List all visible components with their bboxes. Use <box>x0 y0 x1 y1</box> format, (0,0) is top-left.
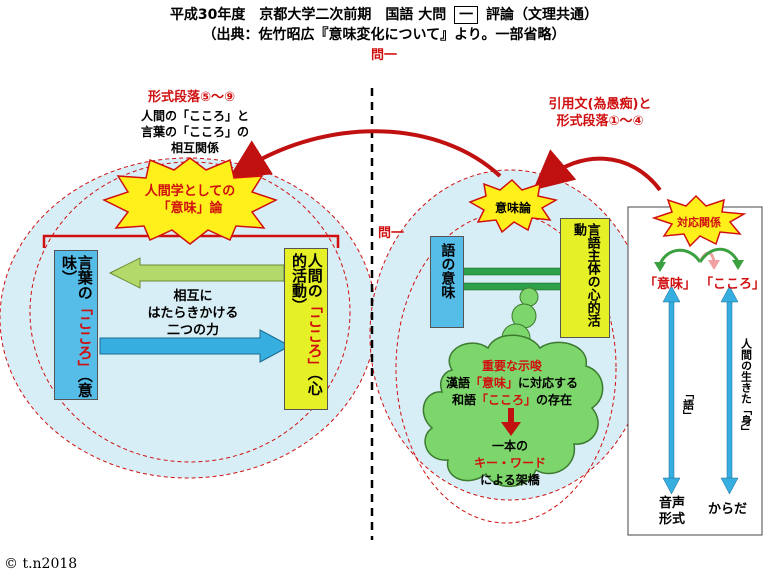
right-inner-circle <box>395 212 617 524</box>
mutual-line-3: 二つの力 <box>166 323 219 338</box>
mutual-line-1: 相互に <box>173 289 213 304</box>
right-burst-shape <box>468 178 559 234</box>
cloud-l2-red: 「こころ」 <box>475 393 536 407</box>
human-mind-red: 「こころ」 <box>305 298 324 373</box>
panel-burst-label: 対応関係 <box>677 216 721 229</box>
right-question-label: 問一 <box>378 226 405 241</box>
left-note-line-1: 人間の「こころ」と <box>140 109 249 123</box>
cloud-line-4: キー・ワード <box>473 456 546 470</box>
panel-arrow-green <box>658 248 702 265</box>
panel-sound-form: 音声 形式 <box>650 496 694 528</box>
words-mind-red: 「こころ」 <box>75 300 94 375</box>
panel-arrow-green-right-head <box>732 260 744 270</box>
cloud-l2-post: の存在 <box>536 393 573 407</box>
panel-sound-line-2: 形式 <box>658 512 685 527</box>
left-note-line-2: 言葉の「こころ」の <box>140 125 249 139</box>
panel-arrow-green-right <box>698 247 740 263</box>
arrow-to-mind <box>99 329 292 363</box>
words-mind-post: （意味） <box>60 255 94 398</box>
cloud-text-bottom: 一本の キー・ワード による架橋 <box>450 438 570 489</box>
left-burst-line-1: 人間学としての <box>144 184 236 199</box>
speaker-activity-text: 言語主体の心的活動 <box>571 223 600 327</box>
right-section-label: 引用文(為愚痴)と 形式段落①～④ <box>530 96 670 130</box>
words-mind-pre: 言葉の <box>75 255 94 300</box>
left-note-line-3: 相互関係 <box>170 141 219 155</box>
cloud-line-2: 和語「こころ」の存在 <box>432 392 592 409</box>
thought-bubble-1 <box>519 287 539 307</box>
left-burst-shape <box>102 157 278 245</box>
word-meaning-box: 語の意味 <box>430 236 464 328</box>
right-section-line-1: 引用文(為愚痴)と <box>548 97 652 112</box>
arrow-to-left-burst <box>228 129 502 179</box>
header-line-2: （出典：佐竹昭広『意味変化について』より。一部省略） <box>202 27 566 43</box>
panel-burst-shape <box>651 194 747 248</box>
header-line-1-b: 評論（文理共通） <box>486 7 599 23</box>
header-line-1: 平成30年度 京都大学二次前期 国語 大問 一 評論（文理共通） <box>0 4 768 24</box>
cloud-l1-red: 「意味」 <box>469 376 518 390</box>
panel-body-side-label: 人間の生きた「身」 <box>739 338 753 437</box>
right-section-line-2: 形式段落①～④ <box>556 114 644 129</box>
cloud-down-arrow-head <box>501 422 521 436</box>
speaker-activity-box: 言語主体の心的活動 <box>560 218 610 338</box>
panel-double-arrow-right <box>720 285 739 495</box>
panel-arrow-pink-head <box>708 260 720 270</box>
copyright-notice: © t.n2018 <box>4 556 78 572</box>
words-mind-text: 言葉の「こころ」（意味） <box>60 251 94 399</box>
connector-bar-bottom <box>461 282 563 291</box>
cloud-text-top: 重要な示唆 漢語「意味」に対応する 和語「こころ」の存在 <box>432 358 592 409</box>
connector-bar-top <box>461 267 563 276</box>
human-mind-text: 人間の「こころ」（心的活動） <box>290 249 324 409</box>
header-line-3: 問一 <box>370 48 397 63</box>
mutual-line-2: はたらきかける <box>147 306 239 321</box>
panel-sound-line-1: 音声 <box>658 496 685 511</box>
panel-imi-label: 「意味」 <box>644 277 697 292</box>
arrow-to-right-burst <box>532 149 662 192</box>
panel-arrow-green-head <box>654 262 666 272</box>
panel-word-side-label: 「語」 <box>681 388 695 421</box>
cloud-line-5: による架橋 <box>480 473 540 487</box>
header-question-number: 一 <box>454 6 479 24</box>
word-meaning-text: 語の意味 <box>439 243 456 299</box>
cloud-l2-pre: 和語 <box>451 393 476 407</box>
human-mind-pre: 人間の <box>305 253 324 298</box>
panel-kokoro-label: 「こころ」 <box>700 277 766 292</box>
left-relation-note: 人間の「こころ」と 言葉の「こころ」の 相互関係 <box>120 108 270 156</box>
human-mind-post: （心的活動） <box>290 253 324 396</box>
cloud-title: 重要な示唆 <box>481 359 542 373</box>
left-burst-line-2: 「意味」論 <box>157 201 223 216</box>
right-burst-label: 意味論 <box>494 201 531 215</box>
panel-double-arrow-left <box>662 285 681 495</box>
cloud-down-arrow-shaft <box>508 408 514 424</box>
cloud-line-1: 漢語「意味」に対応する <box>432 375 592 392</box>
left-burst-label: 人間学としての 「意味」論 <box>140 183 240 217</box>
cloud-line-3: 一本の <box>491 439 528 453</box>
words-mind-box: 言葉の「こころ」（意味） <box>54 250 98 400</box>
left-section-label: 形式段落⑤～⑨ <box>148 90 236 105</box>
mutual-forces-label: 相互に はたらきかける 二つの力 <box>118 288 268 339</box>
panel-body-label: からだ <box>708 502 748 517</box>
cloud-l1-post: に対応する <box>518 376 579 390</box>
header-line-1-a: 平成30年度 京都大学二次前期 国語 大問 <box>169 7 447 23</box>
human-mind-box: 人間の「こころ」（心的活動） <box>284 248 328 410</box>
cloud-l1-pre: 漢語 <box>445 376 470 390</box>
